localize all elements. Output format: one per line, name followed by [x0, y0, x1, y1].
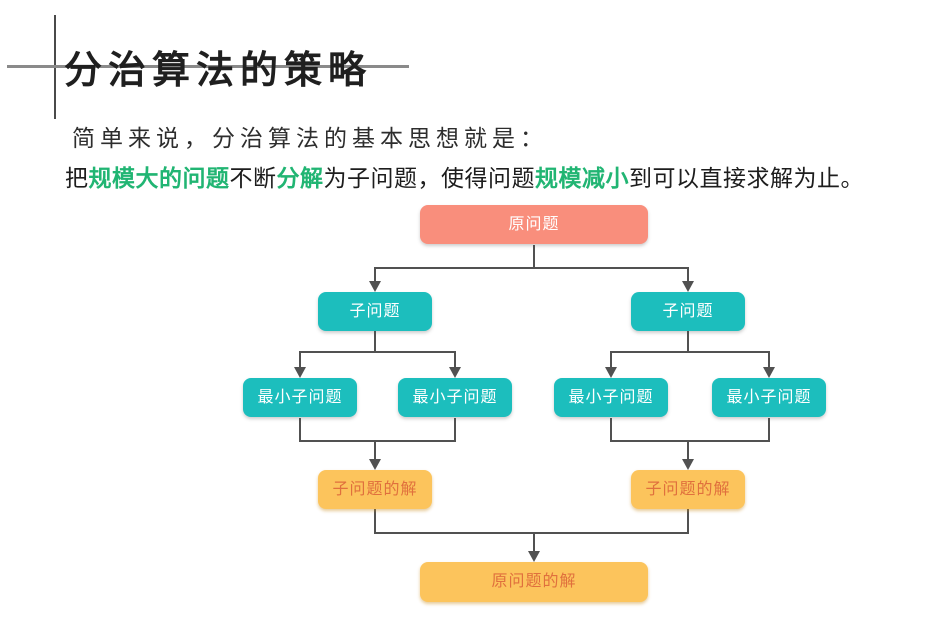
intro-seg-emphasis-decompose: 分解	[276, 165, 324, 191]
node-smallest-subproblem-3: 最小子问题	[554, 378, 668, 417]
intro-seg-emphasis-shrink: 规模减小	[535, 165, 629, 191]
intro-seg-emphasis-large-problem: 规模大的问题	[88, 165, 230, 191]
node-subproblem-solution-left: 子问题的解	[318, 470, 432, 509]
page-title: 分治算法的策略	[64, 50, 373, 93]
node-smallest-subproblem-1: 最小子问题	[243, 378, 357, 417]
node-smallest-subproblem-2: 最小子问题	[398, 378, 512, 417]
node-smallest-subproblem-4: 最小子问题	[712, 378, 826, 417]
header-horizontal-rule	[7, 65, 409, 68]
intro-sentence: 简单来说，分治算法的基本思想就是：	[72, 125, 548, 151]
node-subproblem-right: 子问题	[631, 292, 745, 331]
node-original-problem: 原问题	[420, 205, 648, 244]
intro-seg-plain: 不断	[229, 165, 277, 191]
node-subproblem-left: 子问题	[318, 292, 432, 331]
node-original-problem-solution: 原问题的解	[420, 562, 648, 602]
intro-seg-plain: 到可以直接求解为止。	[629, 165, 864, 191]
intro-definition: 把规模大的问题不断分解为子问题，使得问题规模减小到可以直接求解为止。	[65, 159, 864, 193]
intro-seg-plain: 把	[65, 165, 89, 191]
node-subproblem-solution-right: 子问题的解	[631, 470, 745, 509]
intro-seg-plain: 为子问题，使得问题	[323, 165, 535, 191]
